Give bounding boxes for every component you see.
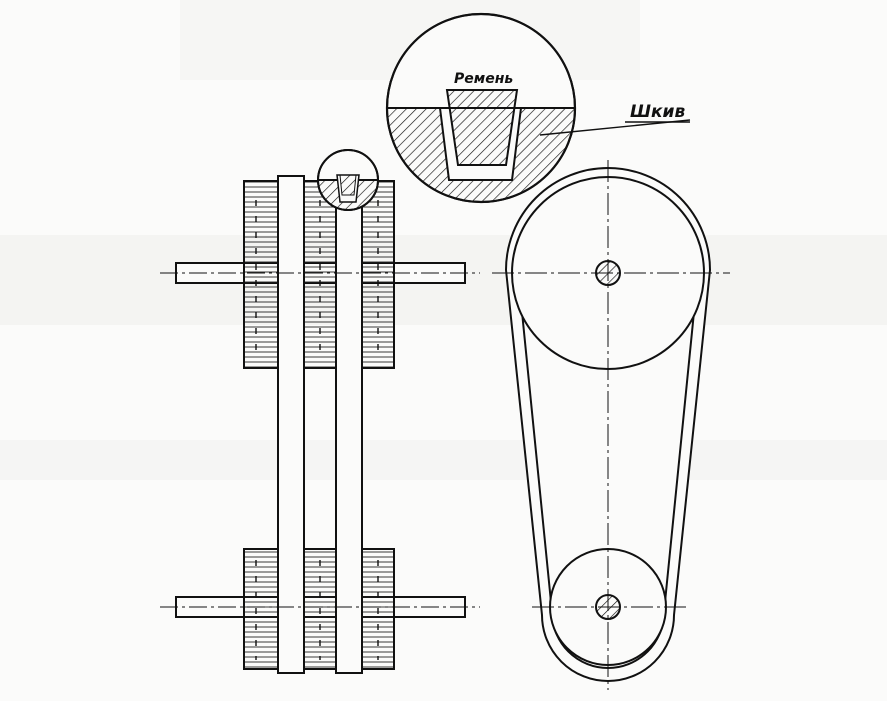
side-centerlines (160, 272, 480, 608)
bottom-pulley-hub (243, 548, 395, 670)
belt-section (445, 89, 519, 166)
front-centerlines (492, 160, 730, 690)
belt-strip-left (277, 175, 305, 674)
belt-label: Ремень (454, 71, 513, 87)
paper-smudges (0, 0, 887, 480)
pulley-label: Шкив (630, 102, 685, 122)
side-view (160, 149, 480, 674)
belt-strip-right (335, 175, 363, 674)
top-pulley-hub (243, 180, 395, 369)
hub-dash-marks (255, 200, 379, 660)
front-view (492, 160, 730, 690)
